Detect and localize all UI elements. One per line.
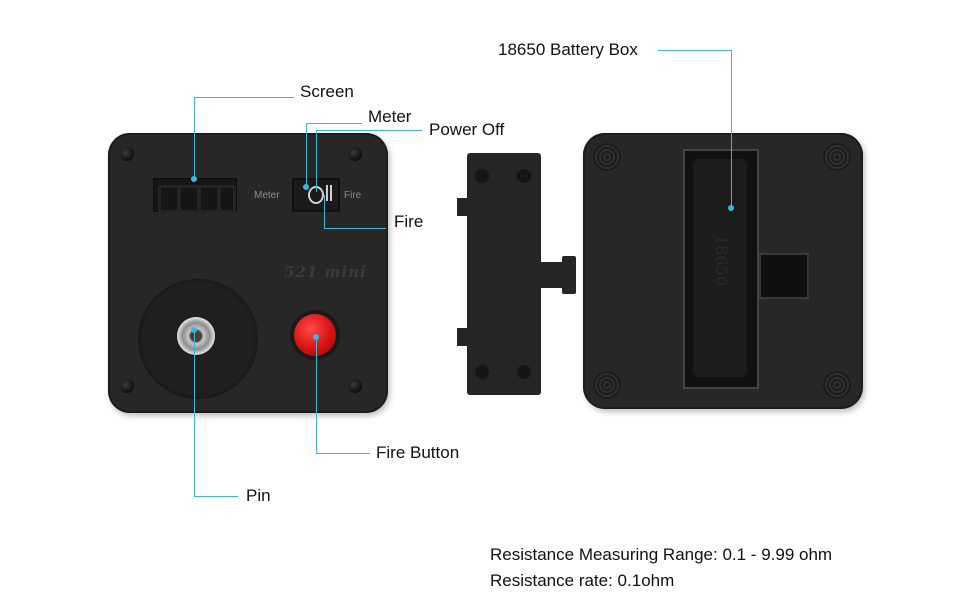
pin-leader [194,496,238,497]
battery-box-callout: 18650 Battery Box [498,40,638,59]
battery-clip [759,253,809,299]
battery-cell-marking: 18650 [712,235,731,286]
display-digit [218,185,236,213]
lid-bump [517,169,531,183]
lid-side-tab [457,198,469,216]
display-digit [178,185,200,213]
meter-leader-dot [303,184,309,190]
rubber-foot-icon [593,371,621,399]
screen-leader [194,97,195,179]
meter-leader [306,123,362,124]
power-off-leader [316,130,422,131]
tester-back-panel: 18650 [583,133,863,409]
connector-pin [177,317,215,355]
pin-callout: Pin [246,486,271,505]
meter-callout: Meter [368,107,412,126]
screen-leader-dot [191,176,197,182]
battery-box-leader [658,50,731,51]
lid-bump [475,365,489,379]
battery-cover-lid [467,153,541,395]
battery-cell [693,159,747,377]
rubber-foot-icon [823,371,851,399]
lid-latch-tip [562,256,576,294]
screw-icon [120,379,134,393]
fire-callout: Fire [394,212,424,231]
resistance-display-screen [153,178,237,213]
rubber-foot-icon [823,143,851,171]
power-off-callout: Power Off [429,120,505,139]
spec-measuring-range: Resistance Measuring Range: 0.1 - 9.99 o… [490,545,833,564]
spec-resistance-rate: Resistance rate: 0.1ohm [490,571,675,590]
tester-front-panel: Meter Fire 521 mini [108,133,388,413]
lid-bump [475,169,489,183]
screw-icon [348,379,362,393]
screen-leader [194,97,294,98]
pin-leader [194,330,195,496]
battery-box-leader-dot [728,205,734,211]
brand-logo: 521 mini [284,263,367,281]
switch-meter-marking: Meter [254,190,280,201]
fire-button-leader [316,337,317,453]
battery-box-leader [731,50,732,208]
battery-bay: 18650 [683,149,759,389]
screen-callout: Screen [300,82,354,101]
fire-button-leader [316,453,370,454]
screw-icon [348,147,362,161]
screw-icon [120,147,134,161]
display-digit [158,185,180,213]
rubber-foot-icon [593,143,621,171]
fire-leader [324,195,325,228]
lid-bump [517,365,531,379]
lid-side-tab [457,328,469,346]
fire-leader [324,228,386,229]
switch-fire-marking: Fire [344,190,362,201]
power-off-leader [316,130,317,192]
meter-leader [306,123,307,187]
display-digit [198,185,220,213]
fire-button-callout: Fire Button [376,443,460,462]
